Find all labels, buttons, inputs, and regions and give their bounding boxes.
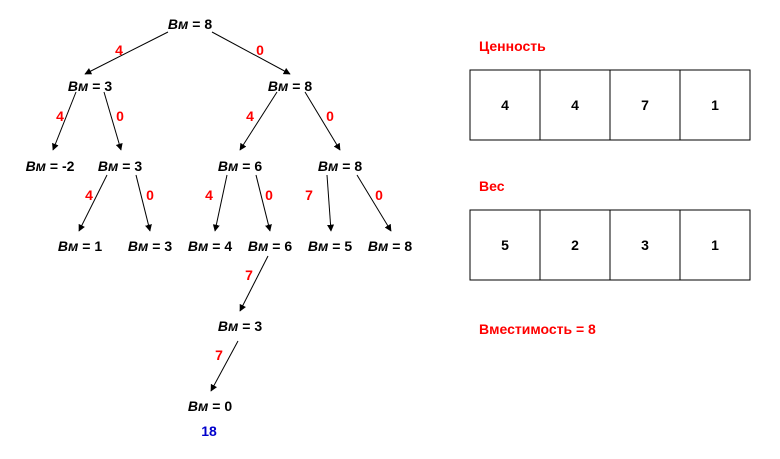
node-prefix: Вм	[318, 158, 339, 174]
value-table-cell-value: 4	[501, 97, 509, 113]
node-prefix: Вм	[128, 238, 149, 254]
node-value: = 5	[328, 238, 352, 254]
edge-arrow-root-L	[84, 31, 169, 75]
node-value: = 0	[208, 398, 232, 414]
edge-arrow-RR-RRL	[326, 174, 335, 232]
node-value: = 8	[188, 16, 212, 32]
weight-table-cell-value: 1	[711, 237, 719, 253]
weight-table-cell	[539, 209, 611, 281]
edge-arrow-RL-RLL	[212, 174, 228, 232]
tree-node-RRR: Вм = 8	[368, 238, 412, 254]
node-prefix: Вм	[268, 78, 289, 94]
node-value: = 8	[288, 78, 312, 94]
node-prefix: Вм	[218, 318, 239, 334]
tree-node-LRR: Вм = 3	[128, 238, 172, 254]
tree-node-R: Вм = 8	[268, 78, 312, 94]
tree-node-RLR2: Вм = 0	[188, 398, 232, 414]
weight-table-cell	[609, 209, 681, 281]
weight-table-cell	[469, 209, 541, 281]
node-prefix: Вм	[188, 238, 209, 254]
value-table-cell-value: 7	[641, 97, 649, 113]
value-table-cell	[539, 69, 611, 141]
edge-arrow-L-LR	[103, 91, 123, 151]
edge-label-LR-LRL: 4	[85, 187, 93, 203]
edge-label-root-R: 0	[256, 42, 264, 58]
edge-label-RL-RLL: 4	[205, 187, 213, 203]
node-prefix: Вм	[58, 238, 79, 254]
weight-table-cell-value: 5	[501, 237, 509, 253]
result-value: 18	[201, 423, 217, 439]
tree-node-LR: Вм = 3	[98, 158, 142, 174]
node-value: = 8	[338, 158, 362, 174]
value-table-cell-value: 1	[711, 97, 719, 113]
node-prefix: Вм	[168, 16, 189, 32]
edge-arrow-RLR1-RLR2	[210, 340, 239, 392]
edge-label-root-L: 4	[115, 42, 123, 58]
tree-node-LRL: Вм = 1	[58, 238, 102, 254]
weight-table-title: Вес	[479, 178, 505, 194]
node-prefix: Вм	[308, 238, 329, 254]
node-value: = 3	[148, 238, 172, 254]
edge-arrow-R-RL	[239, 91, 278, 151]
tree-node-RLR1: Вм = 3	[218, 318, 262, 334]
edge-arrow-RLR-RLR1	[239, 255, 269, 312]
edge-label-L-LR: 0	[116, 108, 124, 124]
node-value: = 3	[88, 78, 112, 94]
edge-arrow-L-LL	[52, 91, 77, 151]
value-table-cell	[469, 69, 541, 141]
edge-arrow-RL-RLR	[255, 174, 272, 232]
node-value: = 3	[118, 158, 142, 174]
tree-node-root: Вм = 8	[168, 16, 212, 32]
edge-arrow-RR-RRR	[356, 174, 392, 232]
weight-table-cell-value: 2	[571, 237, 579, 253]
node-value: = 8	[388, 238, 412, 254]
tree-node-RLR: Вм = 6	[248, 238, 292, 254]
node-value: = 3	[238, 318, 262, 334]
tree-node-LL: Вм = -2	[26, 158, 75, 174]
tree-node-RR: Вм = 8	[318, 158, 362, 174]
tree-node-RLL: Вм = 4	[188, 238, 232, 254]
edge-arrow-root-R	[211, 31, 291, 75]
weight-table: 5 2 3 1	[469, 209, 751, 281]
edge-label-L-LL: 4	[56, 108, 64, 124]
edge-label-RR-RRL: 7	[305, 187, 313, 203]
tree-node-RRL: Вм = 5	[308, 238, 352, 254]
node-prefix: Вм	[26, 158, 47, 174]
edge-label-RLR1-RLR2: 7	[215, 347, 223, 363]
node-value: = 4	[208, 238, 232, 254]
edge-arrow-R-RR	[304, 91, 341, 151]
node-value: = 1	[78, 238, 102, 254]
tree-edges	[52, 31, 392, 392]
tree-node-L: Вм = 3	[68, 78, 112, 94]
node-prefix: Вм	[68, 78, 89, 94]
node-prefix: Вм	[98, 158, 119, 174]
node-value: = 6	[238, 158, 262, 174]
node-prefix: Вм	[368, 238, 389, 254]
node-prefix: Вм	[188, 398, 209, 414]
edge-label-RLR-RLR1: 7	[245, 267, 253, 283]
value-table-cell	[679, 69, 751, 141]
value-table-title: Ценность	[479, 38, 546, 54]
edge-label-R-RL: 4	[246, 108, 254, 124]
edge-label-RL-RLR: 0	[265, 187, 273, 203]
node-value: = 6	[268, 238, 292, 254]
tree-edge-labels: 4 0 4 0 4 0 4 0 4 0 7 0 7 7	[56, 42, 383, 363]
edge-label-RR-RRR: 0	[375, 187, 383, 203]
node-prefix: Вм	[218, 158, 239, 174]
edge-label-R-RR: 0	[326, 108, 334, 124]
value-table: 4 4 7 1	[469, 69, 751, 141]
value-table-cell	[609, 69, 681, 141]
capacity-label: Вместимость = 8	[479, 321, 596, 337]
weight-table-cell	[679, 209, 751, 281]
node-value: = -2	[46, 158, 75, 174]
weight-table-cell-value: 3	[641, 237, 649, 253]
edge-arrow-LR-LRL	[78, 174, 108, 232]
edge-arrow-LR-LRR	[135, 174, 152, 232]
value-table-cell-value: 4	[571, 97, 579, 113]
edge-label-LR-LRR: 0	[146, 187, 154, 203]
node-prefix: Вм	[248, 238, 269, 254]
tree-node-RL: Вм = 6	[218, 158, 262, 174]
